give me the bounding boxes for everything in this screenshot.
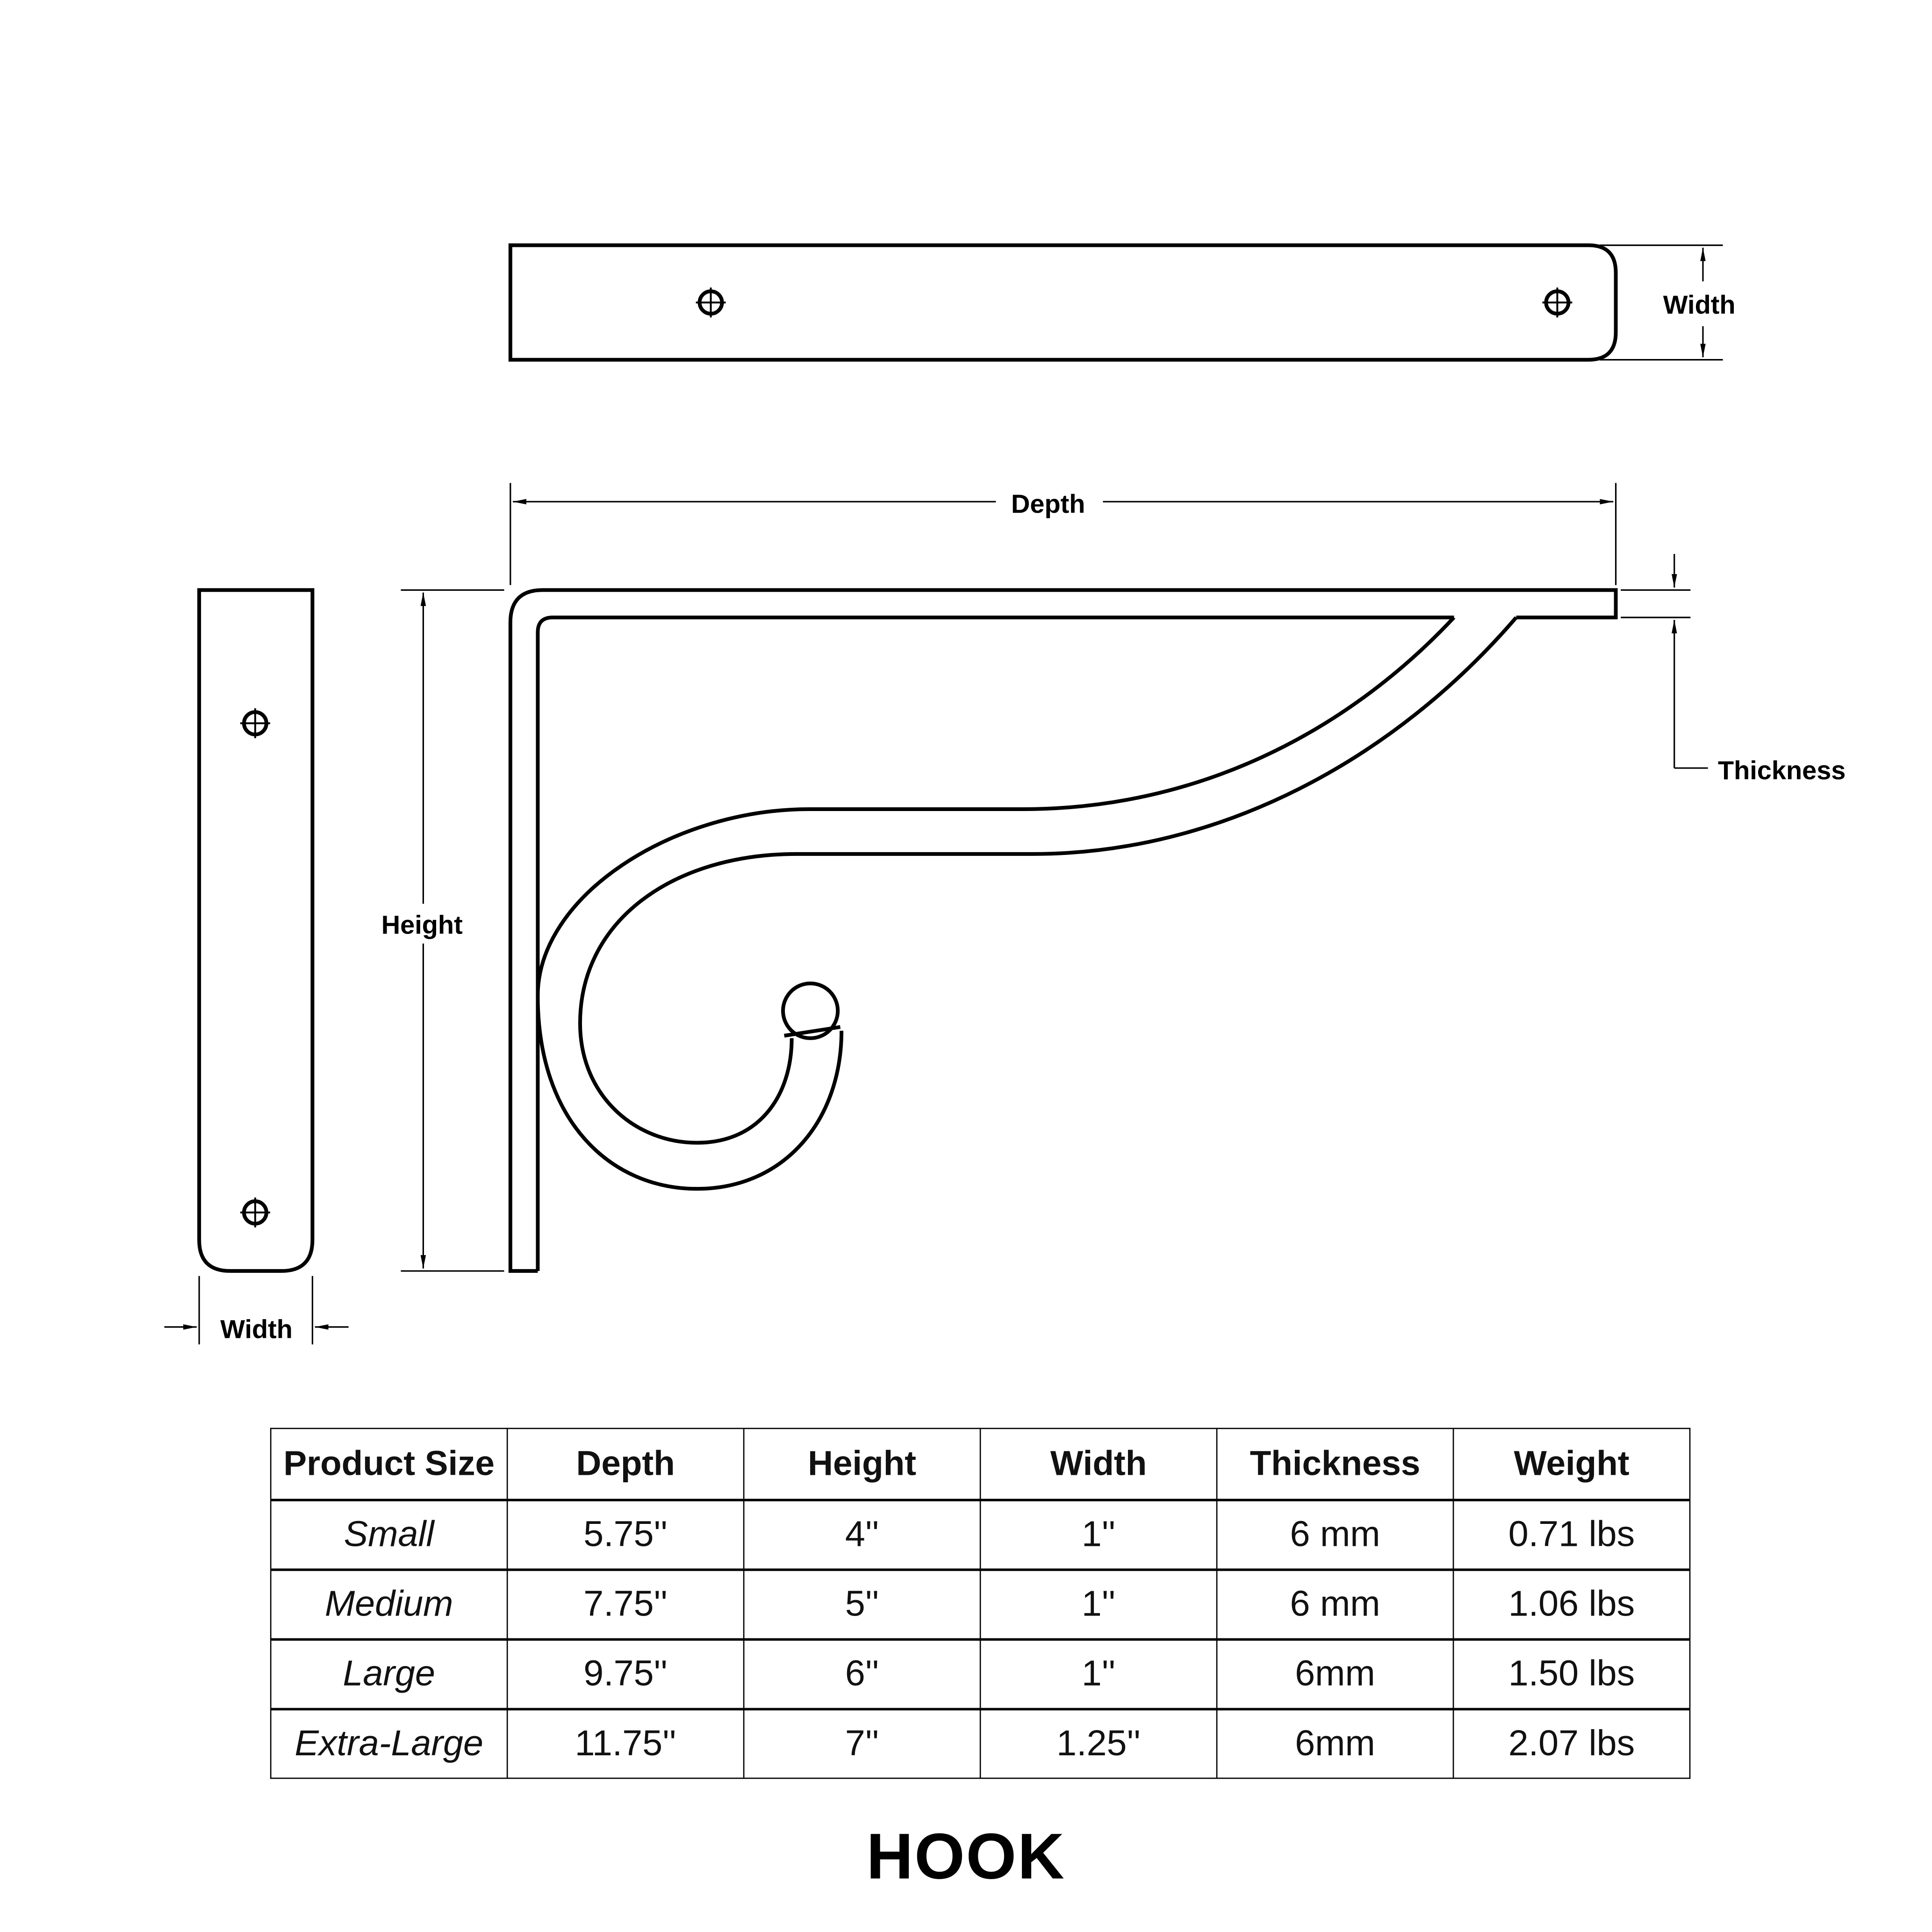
side-view-width-label: Width	[220, 1314, 293, 1344]
header-width: Width	[979, 1428, 1218, 1501]
height-label: Height	[381, 910, 463, 939]
cell-size: Medium	[270, 1569, 508, 1640]
cell-width: 1''	[979, 1569, 1218, 1640]
cell-depth: 7.75''	[506, 1569, 745, 1640]
thickness-label: Thickness	[1718, 755, 1846, 785]
product-title: HOOK	[866, 1821, 1066, 1894]
depth-label: Depth	[1011, 489, 1085, 518]
cell-width: 1.25''	[979, 1708, 1218, 1779]
header-depth: Depth	[506, 1428, 745, 1501]
cell-thickness: 6mm	[1216, 1638, 1454, 1710]
cell-weight: 1.06 lbs	[1452, 1569, 1691, 1640]
cell-width: 1''	[979, 1638, 1218, 1710]
screw-hole-icon	[1542, 287, 1573, 318]
cell-depth: 5.75''	[506, 1499, 745, 1571]
cell-height: 7''	[743, 1708, 981, 1779]
side-view-outline	[197, 588, 315, 1273]
cell-size: Large	[270, 1638, 508, 1710]
header-thickness: Thickness	[1216, 1428, 1454, 1501]
cell-height: 6''	[743, 1638, 981, 1710]
header-product-size: Product Size	[270, 1428, 508, 1501]
cell-size: Small	[270, 1499, 508, 1571]
cell-depth: 9.75''	[506, 1638, 745, 1710]
screw-hole-icon	[240, 1197, 270, 1228]
top-view-width-label: Width	[1663, 290, 1736, 319]
cell-depth: 11.75''	[506, 1708, 745, 1779]
cell-size: Extra-Large	[270, 1708, 508, 1779]
table-row: Medium 7.75'' 5'' 1'' 6 mm 1.06 lbs	[270, 1569, 1691, 1640]
header-height: Height	[743, 1428, 981, 1501]
cell-height: 4''	[743, 1499, 981, 1571]
table-row: Large 9.75'' 6'' 1'' 6mm 1.50 lbs	[270, 1638, 1691, 1710]
cell-height: 5''	[743, 1569, 981, 1640]
cell-weight: 2.07 lbs	[1452, 1708, 1691, 1779]
cell-width: 1''	[979, 1499, 1218, 1571]
table-row: Small 5.75'' 4'' 1'' 6 mm 0.71 lbs	[270, 1499, 1691, 1571]
screw-hole-icon	[696, 287, 726, 318]
screw-hole-icon	[240, 708, 270, 739]
cell-weight: 1.50 lbs	[1452, 1638, 1691, 1710]
cell-thickness: 6 mm	[1216, 1499, 1454, 1571]
cell-weight: 0.71 lbs	[1452, 1499, 1691, 1571]
table-row: Extra-Large 11.75'' 7'' 1.25'' 6mm 2.07 …	[270, 1708, 1691, 1779]
bracket-front-view	[508, 588, 1618, 1273]
table-header-row: Product Size Depth Height Width Thicknes…	[270, 1428, 1691, 1501]
size-table: Product Size Depth Height Width Thicknes…	[270, 1428, 1691, 1779]
cell-thickness: 6 mm	[1216, 1569, 1454, 1640]
cell-thickness: 6mm	[1216, 1708, 1454, 1779]
header-weight: Weight	[1452, 1428, 1691, 1501]
top-view-outline	[508, 243, 1618, 362]
